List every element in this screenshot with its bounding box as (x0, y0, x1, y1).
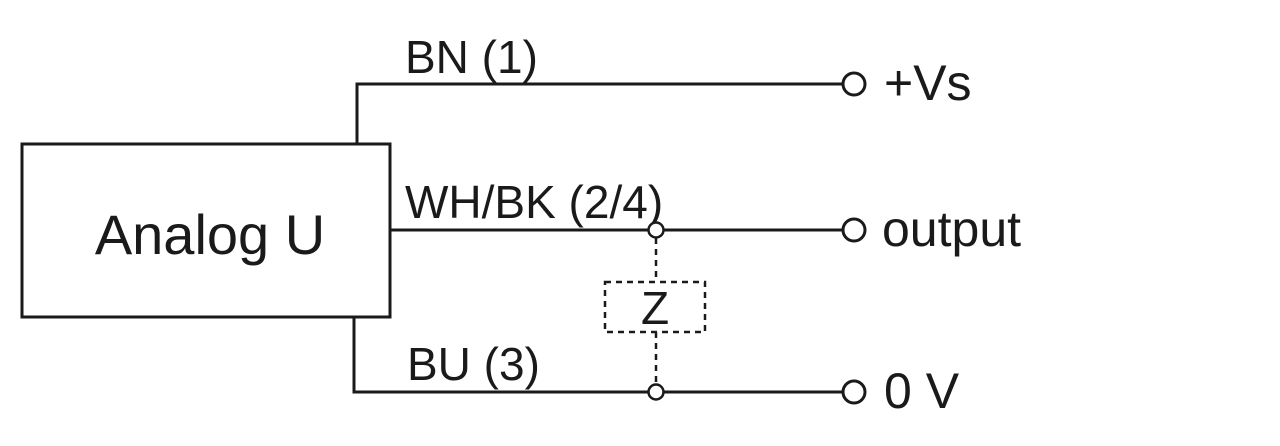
ground-wire-label: BU (3) (407, 338, 540, 390)
signal-junction (647, 221, 665, 239)
sensor-label: Analog U (95, 203, 325, 266)
supply-wire-label: BN (1) (405, 31, 538, 83)
sensor-box (20, 142, 392, 319)
ground-junction (647, 383, 665, 401)
signal-terminal-label: output (882, 201, 1021, 257)
supply-terminal-label: +Vs (884, 55, 972, 111)
signal-terminal (841, 217, 867, 243)
load-label: Z (641, 282, 669, 334)
ground-terminal (841, 379, 867, 405)
ground-wire (352, 315, 845, 394)
supply-wire (355, 82, 845, 146)
ground-terminal-label: 0 V (884, 363, 960, 419)
signal-wire-label: WH/BK (2/4) (405, 176, 663, 228)
supply-terminal (841, 71, 867, 97)
